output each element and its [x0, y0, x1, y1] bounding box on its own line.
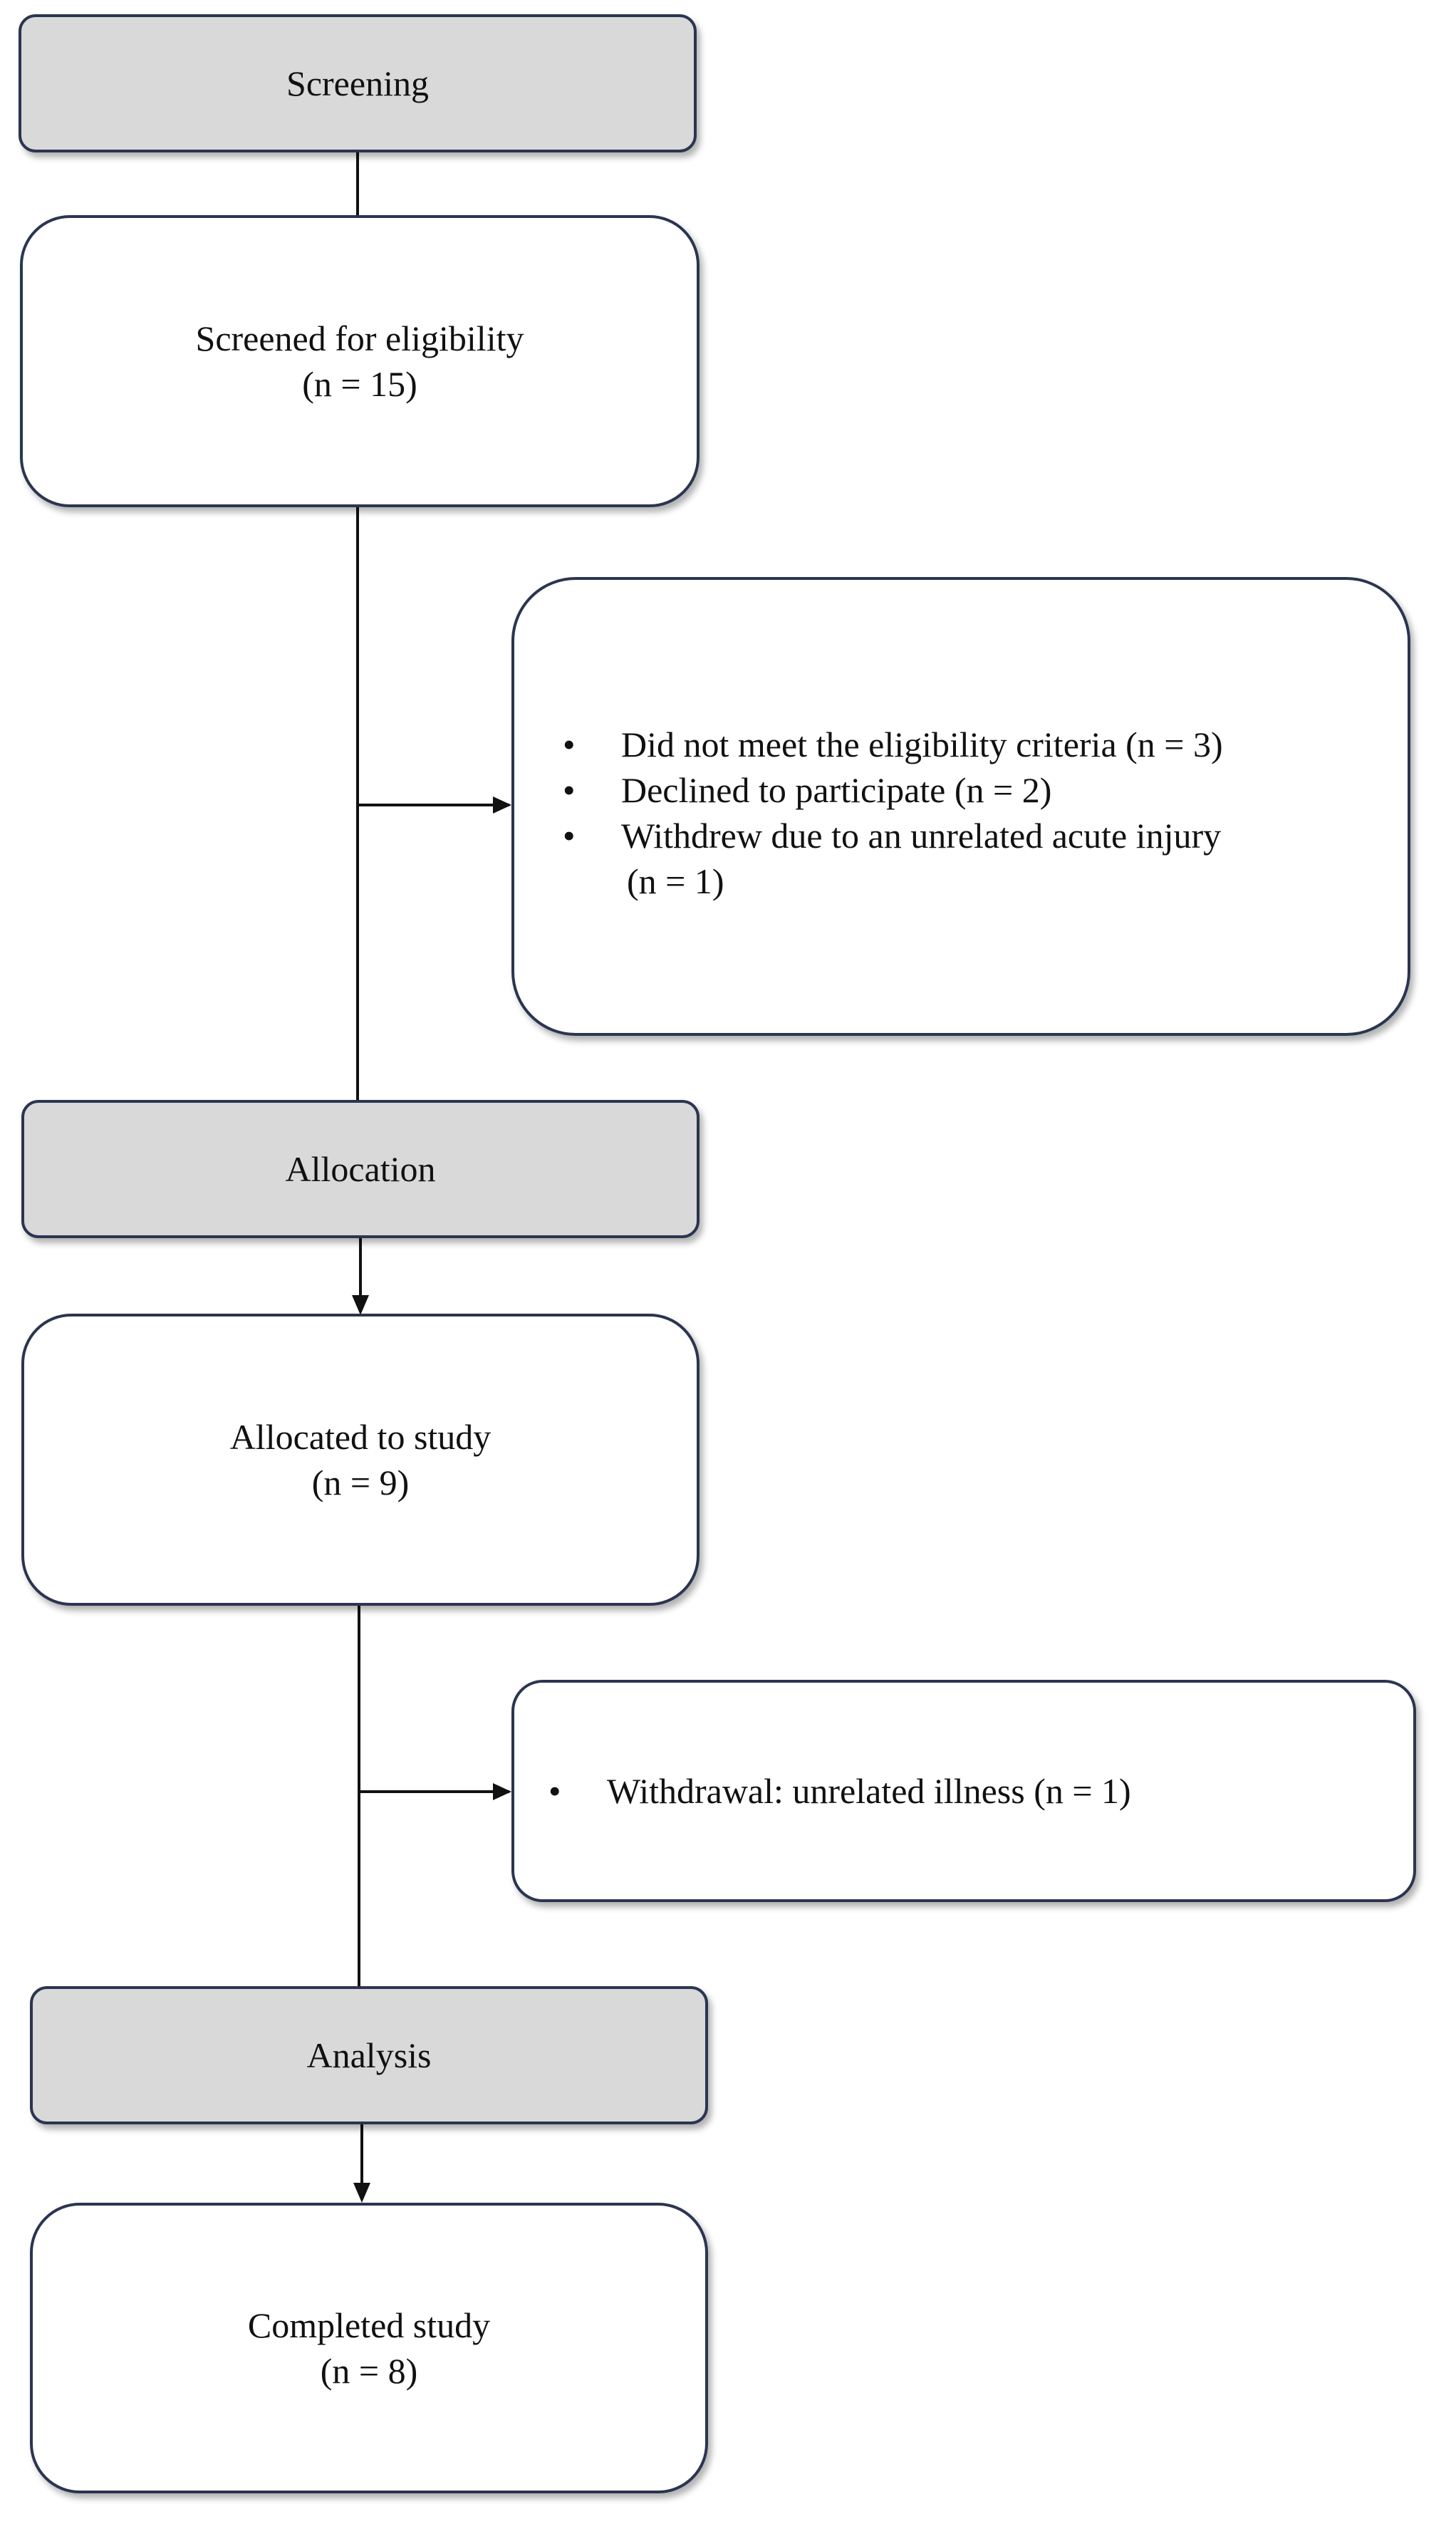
bullet-icon: •	[563, 770, 576, 810]
bullet-icon: •	[563, 816, 576, 856]
exclusion-item: • Withdrawal: unrelated illness (n = 1)	[548, 1768, 1131, 1814]
exclusion-item: • Withdrew due to an unrelated acute inj…	[563, 813, 1223, 904]
arrowhead-exclusions-2	[493, 1783, 511, 1800]
stage-allocation: Allocation	[21, 1100, 700, 1238]
arrowhead-exclusions-1	[493, 796, 511, 814]
completed-label: Completed study	[247, 2305, 491, 2345]
exclusions-box-2: • Withdrawal: unrelated illness (n = 1)	[511, 1680, 1416, 1902]
bullet-icon: •	[563, 725, 576, 764]
stage-analysis: Analysis	[30, 1986, 708, 2124]
exclusion-text: Declined to participate (n = 2)	[621, 770, 1052, 810]
stage-screening: Screening	[19, 14, 697, 152]
stage-screening-label: Screening	[286, 63, 429, 103]
exclusion-text: Withdrew due to an unrelated acute injur…	[621, 816, 1222, 856]
arrowhead-allocated	[352, 1295, 369, 1315]
allocated-count: (n = 9)	[311, 1463, 410, 1502]
stage-analysis-label: Analysis	[306, 2035, 432, 2075]
bullet-icon: •	[548, 1771, 561, 1811]
completed-count: (n = 8)	[320, 2351, 418, 2391]
allocated-label: Allocated to study	[229, 1417, 492, 1457]
exclusions-list-2: • Withdrawal: unrelated illness (n = 1)	[548, 1768, 1131, 1814]
exclusion-item: • Declined to participate (n = 2)	[563, 767, 1223, 813]
allocated-box: Allocated to study (n = 9)	[21, 1314, 700, 1606]
exclusion-text: Withdrawal: unrelated illness (n = 1)	[607, 1771, 1131, 1811]
screened-count: (n = 15)	[302, 364, 417, 404]
screened-label: Screened for eligibility	[195, 318, 524, 358]
exclusion-item: • Did not meet the eligibility criteria …	[563, 722, 1223, 767]
exclusions-box-1: • Did not meet the eligibility criteria …	[511, 577, 1410, 1036]
exclusion-text-continuation: (n = 1)	[627, 861, 724, 901]
stage-allocation-label: Allocation	[285, 1149, 436, 1189]
arrowhead-completed	[353, 2183, 370, 2203]
exclusions-list-1: • Did not meet the eligibility criteria …	[563, 722, 1223, 904]
exclusion-text: Did not meet the eligibility criteria (n…	[621, 725, 1223, 764]
completed-box: Completed study (n = 8)	[30, 2203, 708, 2493]
screened-box: Screened for eligibility (n = 15)	[20, 215, 700, 507]
